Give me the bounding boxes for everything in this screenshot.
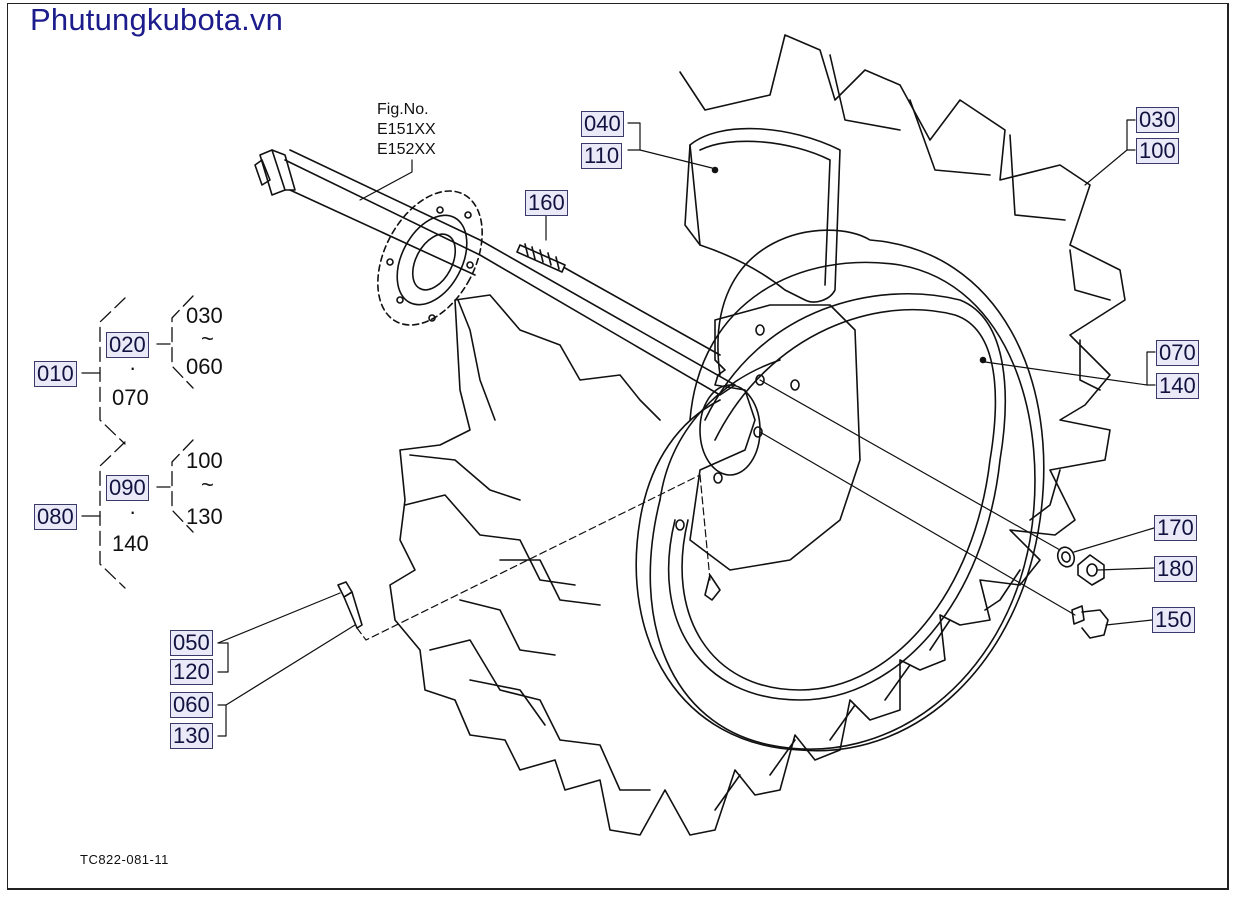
- part-label-160[interactable]: 160: [525, 190, 568, 216]
- part-label-040[interactable]: 040: [581, 111, 624, 137]
- tree-bracket-010: [81, 295, 194, 445]
- part-label-030[interactable]: 030: [1136, 107, 1179, 133]
- tree-tilde-2: ~: [201, 472, 214, 497]
- tree-label-130[interactable]: 130: [186, 504, 223, 529]
- tree-label-080[interactable]: 080: [34, 504, 77, 530]
- axle-flange: [377, 190, 483, 326]
- drawing-frame: [7, 3, 1229, 890]
- tree-dot-1: ·: [129, 355, 137, 380]
- leader-lines: [217, 119, 1156, 737]
- drawing-number: TC822-081-11: [80, 852, 169, 867]
- axle-shaft: [254, 149, 736, 396]
- fig-no-title: Fig.No.: [377, 101, 429, 118]
- inner-tube: [684, 127, 841, 303]
- tree-label-070[interactable]: 070: [112, 385, 149, 410]
- tree-label-020[interactable]: 020: [106, 332, 149, 358]
- part-label-050[interactable]: 050: [170, 630, 213, 656]
- part-label-100[interactable]: 100: [1136, 138, 1179, 164]
- site-watermark: Phutungkubota.vn: [30, 2, 284, 37]
- part-label-130[interactable]: 130: [170, 723, 213, 749]
- part-label-170[interactable]: 170: [1154, 515, 1197, 541]
- fig-no-line-1: E151XX: [377, 121, 436, 138]
- tire-sidewall: [635, 229, 1045, 752]
- part-label-070[interactable]: 070: [1156, 340, 1199, 366]
- part-label-180[interactable]: 180: [1154, 556, 1197, 582]
- tree-label-060[interactable]: 060: [186, 354, 223, 379]
- part-label-060[interactable]: 060: [170, 692, 213, 718]
- valve-stem: [337, 474, 711, 641]
- tree-label-010[interactable]: 010: [34, 361, 77, 387]
- fig-no-line-2: E152XX: [377, 141, 436, 158]
- tree-tilde-1: ~: [201, 326, 214, 351]
- fasteners: [759, 379, 1109, 639]
- part-label-120[interactable]: 120: [170, 659, 213, 685]
- part-label-110[interactable]: 110: [581, 143, 623, 169]
- tree-label-140[interactable]: 140: [112, 531, 149, 556]
- rim-disc: [675, 304, 861, 601]
- tree-label-090[interactable]: 090: [106, 475, 149, 501]
- tree-dot-2: ·: [129, 499, 137, 524]
- part-label-150[interactable]: 150: [1152, 607, 1195, 633]
- tree-label-030[interactable]: 030: [186, 303, 223, 328]
- figure-number-block: Fig.No. E151XX E152XX: [377, 100, 436, 160]
- tire-lugs: [389, 34, 1126, 836]
- part-label-140[interactable]: 140: [1156, 373, 1199, 399]
- tree-bracket-080: [81, 439, 194, 589]
- stud-bolt: [516, 243, 721, 356]
- tree-label-100[interactable]: 100: [186, 448, 223, 473]
